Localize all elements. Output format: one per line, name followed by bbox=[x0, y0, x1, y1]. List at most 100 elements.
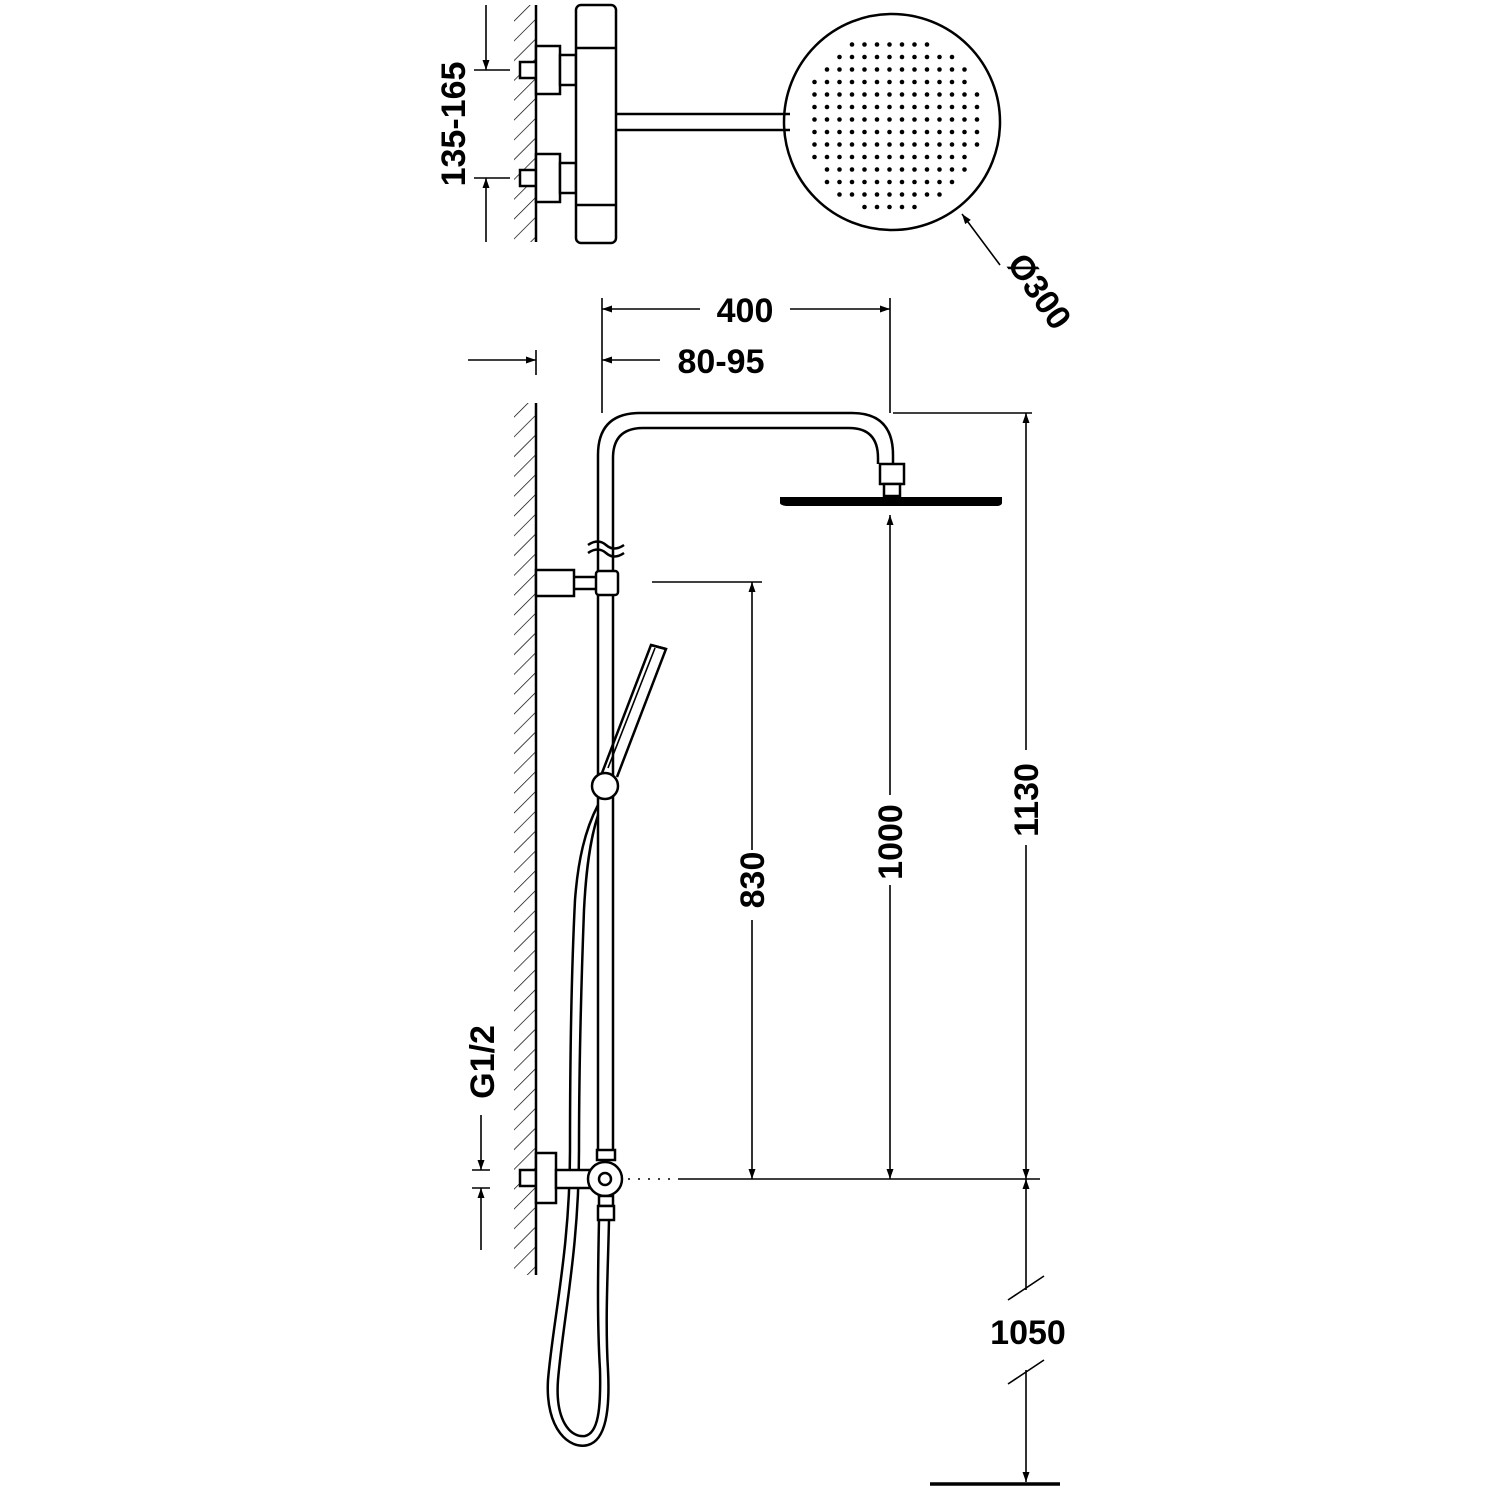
nozzle-dot bbox=[874, 79, 880, 85]
shower-hose-inner bbox=[556, 814, 602, 1438]
head-height-label: 1000 bbox=[872, 804, 910, 880]
nozzle-dot bbox=[862, 154, 867, 160]
valve-spacing-label: 135-165 bbox=[435, 62, 473, 187]
nozzle-dot bbox=[899, 92, 905, 97]
nozzle-dot bbox=[962, 142, 967, 147]
nozzle-dot bbox=[949, 54, 955, 60]
nozzle-dot bbox=[962, 167, 967, 172]
nozzle-dot bbox=[937, 67, 942, 72]
nozzle-dot bbox=[837, 129, 842, 135]
nozzle-dot bbox=[962, 67, 967, 72]
head-connector bbox=[878, 462, 906, 486]
nozzle-dot bbox=[924, 117, 930, 122]
nozzle-dot bbox=[924, 167, 930, 172]
nozzle-dot bbox=[899, 154, 905, 160]
nozzle-dot bbox=[962, 117, 967, 122]
hand-shower bbox=[590, 643, 668, 801]
nozzle-dot bbox=[899, 204, 905, 210]
inlet-thread-label: G1/2 bbox=[464, 1025, 502, 1099]
nozzle-dot bbox=[874, 104, 880, 110]
nozzle-dot bbox=[912, 79, 917, 85]
nozzle-dot bbox=[887, 204, 892, 210]
nozzle-dot bbox=[974, 117, 980, 122]
wall-offset-label: 80-95 bbox=[678, 343, 765, 381]
shower-head-nozzles bbox=[812, 42, 980, 210]
nozzle-dot bbox=[974, 92, 980, 97]
nozzle-dot bbox=[924, 192, 930, 197]
nozzle-dot bbox=[824, 104, 830, 110]
nozzle-dot bbox=[874, 129, 880, 135]
nozzle-dot bbox=[974, 129, 980, 135]
nozzle-dot bbox=[862, 179, 867, 185]
nozzle-dot bbox=[937, 142, 942, 147]
nozzle-dot bbox=[912, 42, 917, 47]
nozzle-dot bbox=[874, 42, 880, 47]
nozzle-dot bbox=[912, 117, 917, 122]
nozzle-dot bbox=[837, 92, 842, 97]
nozzle-dot bbox=[849, 67, 855, 72]
side-view: 400 80-95 830 1000 1130 1050 G1/2 bbox=[464, 292, 1066, 1486]
nozzle-dot bbox=[924, 142, 930, 147]
nozzle-dot bbox=[887, 154, 892, 160]
nozzle-dot bbox=[874, 154, 880, 160]
nozzle-dot bbox=[837, 54, 842, 60]
floor-to-valve-label: 1050 bbox=[990, 1314, 1066, 1352]
nozzle-dot bbox=[824, 67, 830, 72]
nozzle-dot bbox=[874, 167, 880, 172]
nozzle-dot bbox=[824, 79, 830, 85]
nozzle-dot bbox=[874, 179, 880, 185]
nozzle-dot bbox=[937, 154, 942, 160]
nozzle-dot bbox=[912, 142, 917, 147]
nozzle-dot bbox=[849, 117, 855, 122]
nozzle-dot bbox=[949, 167, 955, 172]
nozzle-dot bbox=[899, 179, 905, 185]
top-view: 135-165 Ø300 bbox=[435, 3, 1079, 337]
nozzle-dot bbox=[924, 129, 930, 135]
nozzle-dot bbox=[862, 167, 867, 172]
nozzle-dot bbox=[862, 67, 867, 72]
nozzle-dot bbox=[874, 117, 880, 122]
nozzle-dot bbox=[937, 79, 942, 85]
nozzle-dot bbox=[887, 129, 892, 135]
wall-hatch-top bbox=[514, 5, 536, 242]
nozzle-dot bbox=[849, 104, 855, 110]
nozzle-dot bbox=[949, 129, 955, 135]
nozzle-dot bbox=[924, 42, 930, 47]
nozzle-dot bbox=[937, 92, 942, 97]
nozzle-dot bbox=[949, 92, 955, 97]
nozzle-dot bbox=[887, 192, 892, 197]
wall-hatch-side bbox=[514, 403, 536, 1275]
nozzle-dot bbox=[824, 154, 830, 160]
nozzle-dot bbox=[862, 54, 867, 60]
nozzle-dot bbox=[812, 142, 817, 147]
nozzle-dot bbox=[962, 129, 967, 135]
nozzle-dot bbox=[937, 192, 942, 197]
riser-pipe-outer bbox=[596, 411, 895, 1160]
nozzle-dot bbox=[824, 117, 830, 122]
nozzle-dot bbox=[849, 92, 855, 97]
nozzle-dot bbox=[937, 104, 942, 110]
nozzle-dot bbox=[949, 154, 955, 160]
nozzle-dot bbox=[849, 129, 855, 135]
nozzle-dot bbox=[837, 192, 842, 197]
head-diameter-label: Ø300 bbox=[1000, 247, 1079, 337]
nozzle-dot bbox=[937, 167, 942, 172]
nozzle-dot bbox=[912, 67, 917, 72]
nozzle-dot bbox=[962, 79, 967, 85]
nozzle-dot bbox=[862, 92, 867, 97]
nozzle-dot bbox=[949, 79, 955, 85]
shower-head-top-view bbox=[782, 12, 1002, 232]
nozzle-dot bbox=[812, 104, 817, 110]
nozzle-dot bbox=[924, 104, 930, 110]
nozzle-dot bbox=[849, 79, 855, 85]
nozzle-dot bbox=[949, 179, 955, 185]
nozzle-dot bbox=[912, 104, 917, 110]
nozzle-dot bbox=[887, 54, 892, 60]
nozzle-dot bbox=[837, 142, 842, 147]
nozzle-dot bbox=[887, 92, 892, 97]
nozzle-dot bbox=[949, 67, 955, 72]
nozzle-dot bbox=[862, 117, 867, 122]
nozzle-dot bbox=[974, 104, 980, 110]
nozzle-dot bbox=[949, 104, 955, 110]
